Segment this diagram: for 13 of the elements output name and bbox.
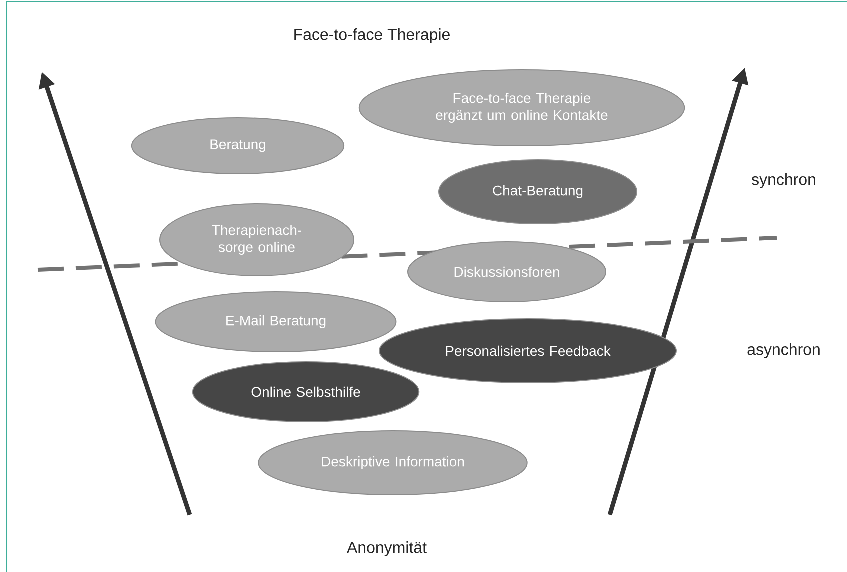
text-label: synchron xyxy=(752,174,816,188)
ellipse-node: E-Mail Beratung xyxy=(155,292,397,352)
ellipse-node: Therapienach- sorge online xyxy=(160,204,354,276)
ellipse-node: Personalisiertes Feedback xyxy=(379,318,677,384)
text-label: Anonymität xyxy=(347,542,427,556)
ellipse-node: Beratung xyxy=(131,118,345,174)
ellipse-node: Deskriptive Information xyxy=(258,430,528,496)
text-label: asynchron xyxy=(748,344,820,358)
ellipse-node: Online Selbsthilfe xyxy=(192,362,420,422)
ellipse-node: Chat-Beratung xyxy=(438,160,638,224)
ellipse-node: Diskussionsforen xyxy=(408,242,606,302)
ellipse-node: Face-to-face Therapie ergänzt um online Kontakte xyxy=(358,70,686,146)
text-label: Face-to-face Therapie xyxy=(294,28,450,44)
